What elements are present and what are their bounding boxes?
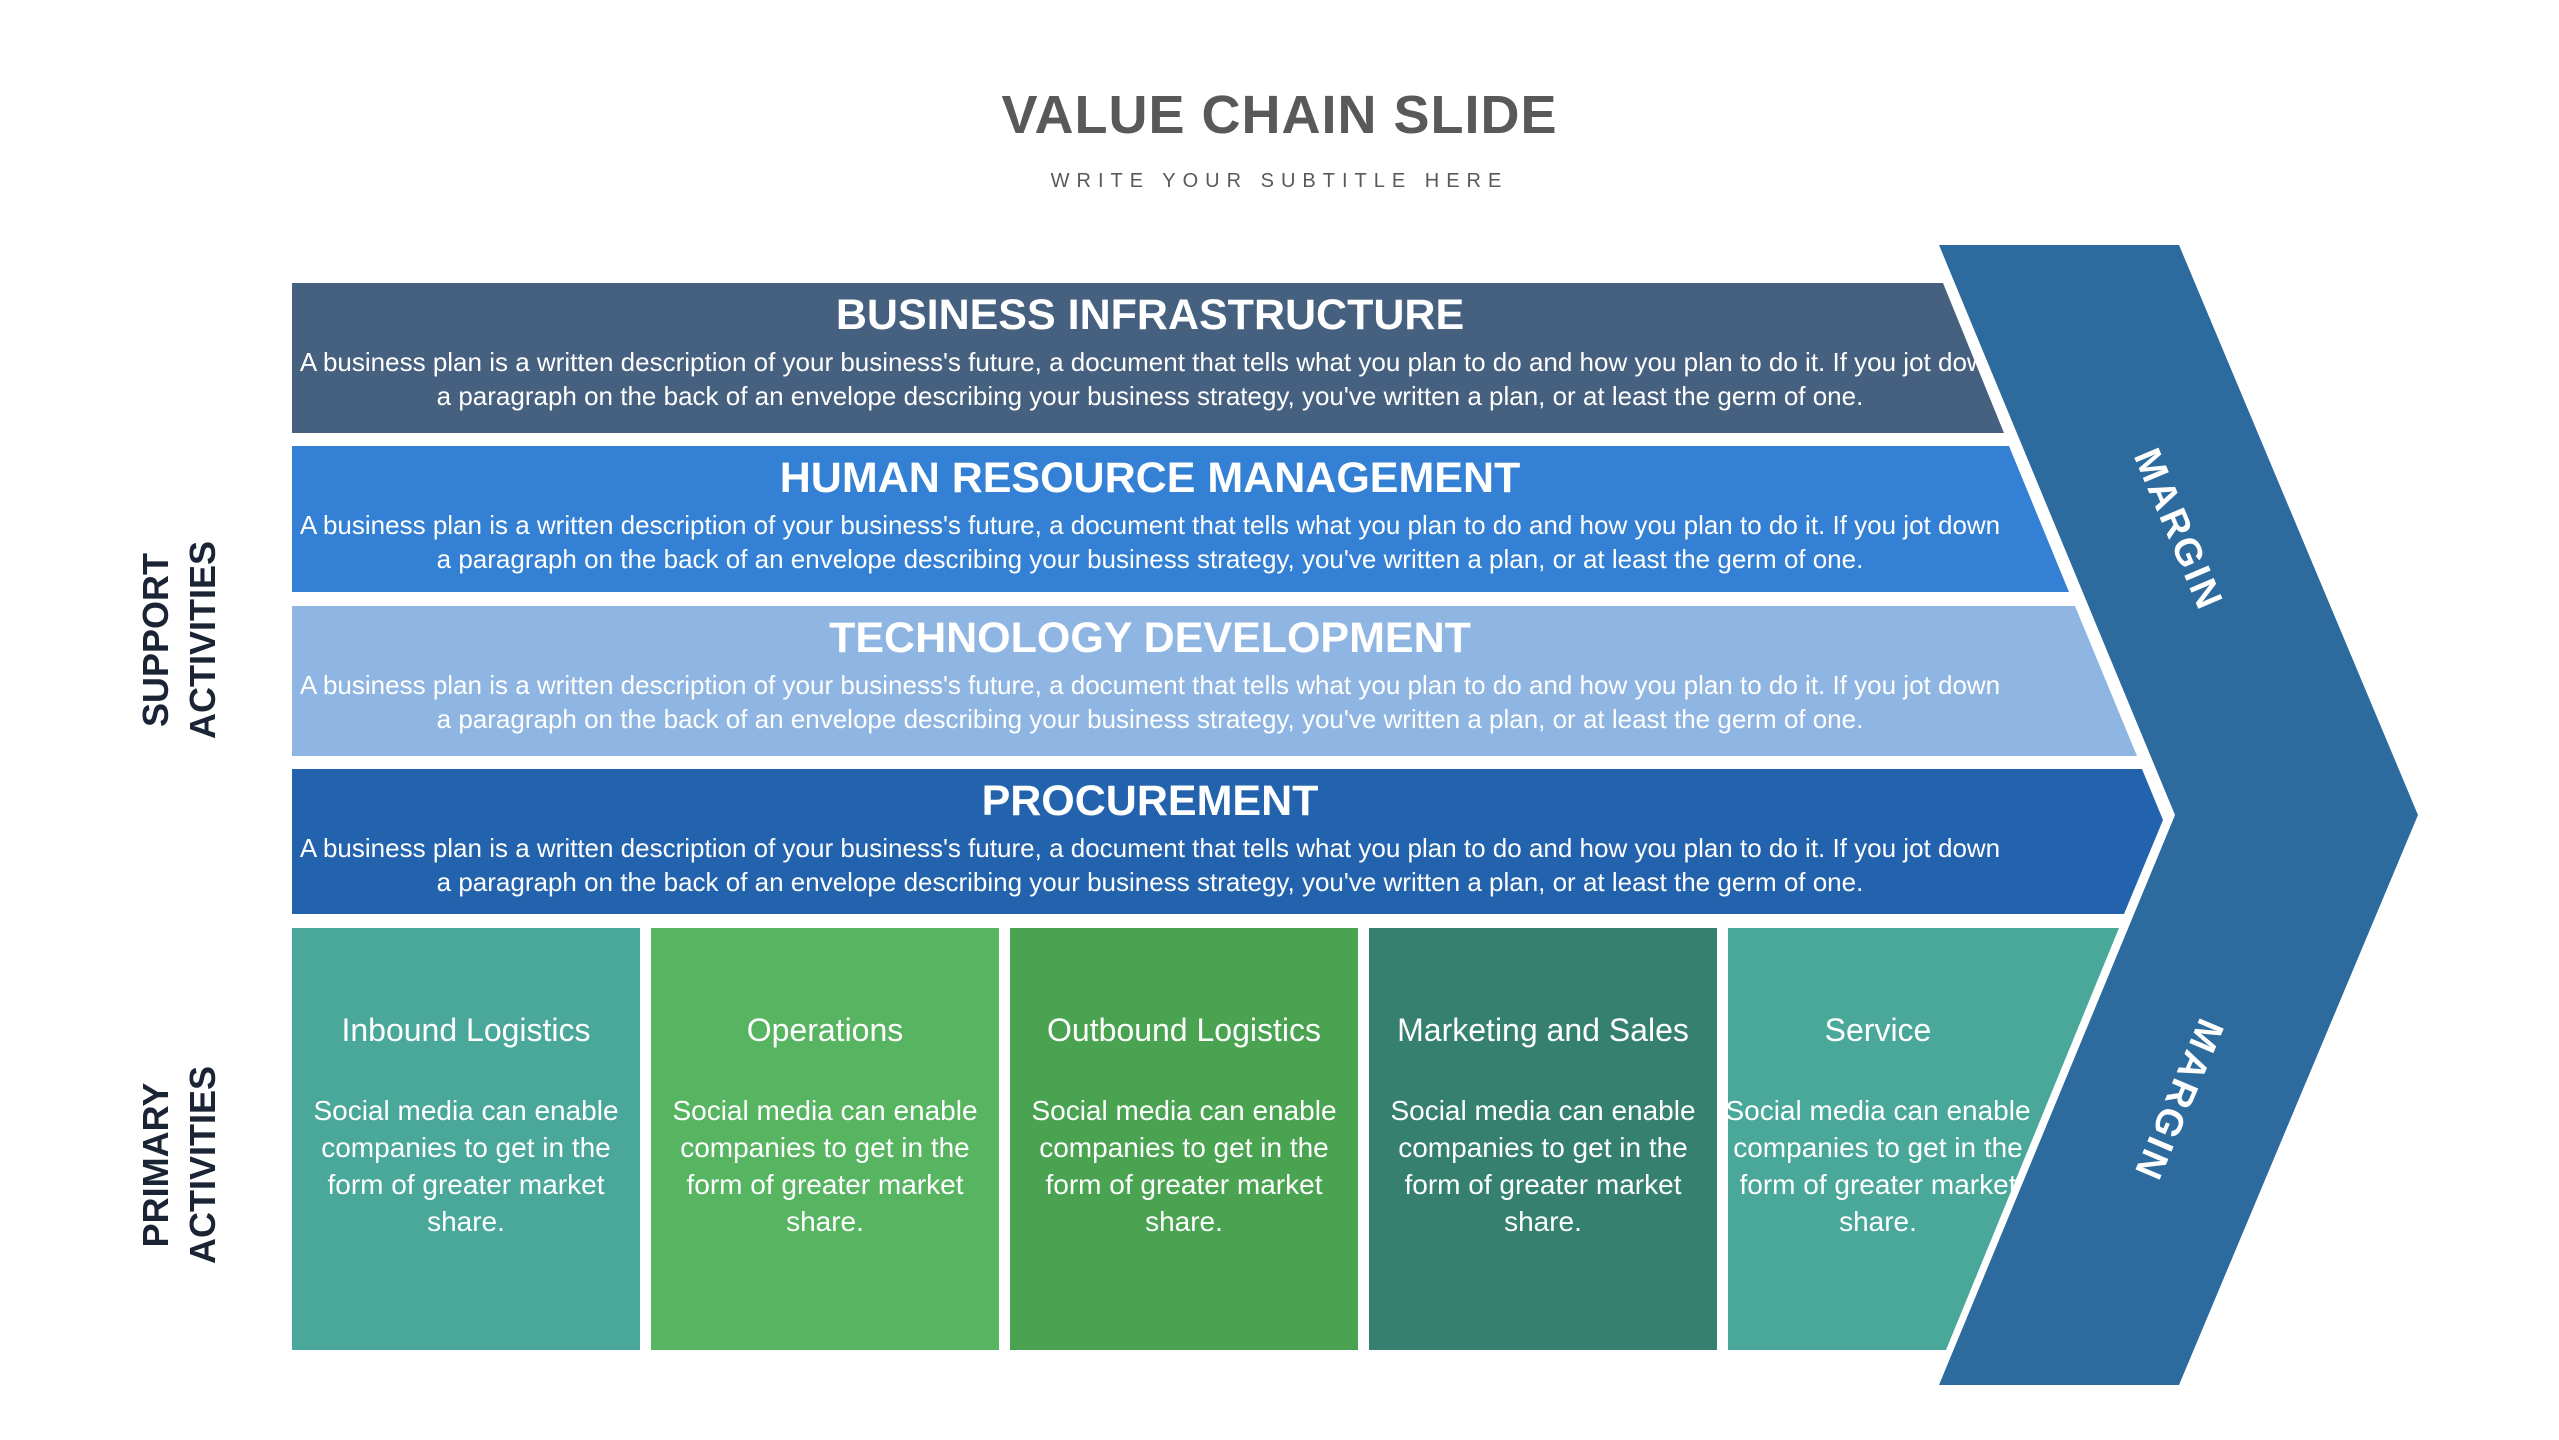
primary-col-title: Inbound Logistics — [341, 1012, 591, 1048]
primary-activities-label-text: PRIMARY ACTIVITIES — [133, 1066, 227, 1264]
support-row-title: BUSINESS INFRASTRUCTURE — [835, 291, 1465, 339]
support-row-technology-development: TECHNOLOGY DEVELOPMENT A business plan i… — [292, 606, 2137, 756]
support-row-title: PROCUREMENT — [981, 777, 1319, 825]
support-activities-label-text: SUPPORT ACTIVITIES — [133, 541, 227, 739]
support-row-title: TECHNOLOGY DEVELOPMENT — [829, 614, 1471, 662]
primary-label-line2: ACTIVITIES — [182, 1065, 223, 1265]
support-label-line1: SUPPORT — [135, 552, 177, 728]
primary-activities-label: PRIMARY ACTIVITIES — [115, 1005, 245, 1325]
primary-col-body: Social media can enable companies to get… — [313, 1095, 619, 1237]
support-row-human-resource-management: HUMAN RESOURCE MANAGEMENT A business pla… — [292, 446, 2069, 592]
primary-col-operations: Operations Social media can enable compa… — [651, 928, 999, 1350]
primary-col-body: Social media can enable companies to get… — [1725, 1095, 2031, 1237]
support-row-procurement: PROCUREMENT A business plan is a written… — [292, 769, 2163, 914]
support-activities-label: SUPPORT ACTIVITIES — [115, 480, 245, 800]
support-row-text: HUMAN RESOURCE MANAGEMENT A business pla… — [292, 446, 2008, 577]
support-row-text: TECHNOLOGY DEVELOPMENT A business plan i… — [292, 606, 2008, 737]
support-row-body: A business plan is a written description… — [299, 669, 2001, 735]
support-row-title: HUMAN RESOURCE MANAGEMENT — [779, 454, 1521, 502]
primary-col-title: Outbound Logistics — [1047, 1012, 1321, 1048]
support-row-text: BUSINESS INFRASTRUCTURE A business plan … — [292, 283, 2004, 414]
support-row-body: A business plan is a written description… — [299, 832, 2001, 898]
slide-subtitle: WRITE YOUR SUBTITLE HERE — [1050, 170, 1509, 193]
primary-col-body: Social media can enable companies to get… — [1031, 1095, 1337, 1237]
slide-title: VALUE CHAIN SLIDE — [1001, 85, 1558, 145]
support-label-line2: ACTIVITIES — [182, 540, 223, 740]
support-row-text: PROCUREMENT A business plan is a written… — [292, 769, 2008, 900]
primary-col-body: Social media can enable companies to get… — [672, 1095, 978, 1237]
primary-col-inbound-logistics: Inbound Logistics Social media can enabl… — [292, 928, 640, 1350]
primary-col-title: Marketing and Sales — [1397, 1012, 1689, 1048]
primary-col-body: Social media can enable companies to get… — [1390, 1095, 1696, 1237]
primary-col-outbound-logistics: Outbound Logistics Social media can enab… — [1010, 928, 1358, 1350]
support-row-business-infrastructure: BUSINESS INFRASTRUCTURE A business plan … — [292, 283, 2004, 433]
support-row-body: A business plan is a written description… — [299, 346, 2001, 412]
primary-col-title: Service — [1824, 1012, 1932, 1048]
primary-label-line1: PRIMARY — [135, 1082, 177, 1248]
primary-col-title: Operations — [746, 1012, 904, 1048]
primary-col-marketing-and-sales: Marketing and Sales Social media can ena… — [1369, 928, 1717, 1350]
slide-header: VALUE CHAIN SLIDE WRITE YOUR SUBTITLE HE… — [0, 84, 2559, 193]
support-row-body: A business plan is a written description… — [299, 509, 2001, 575]
